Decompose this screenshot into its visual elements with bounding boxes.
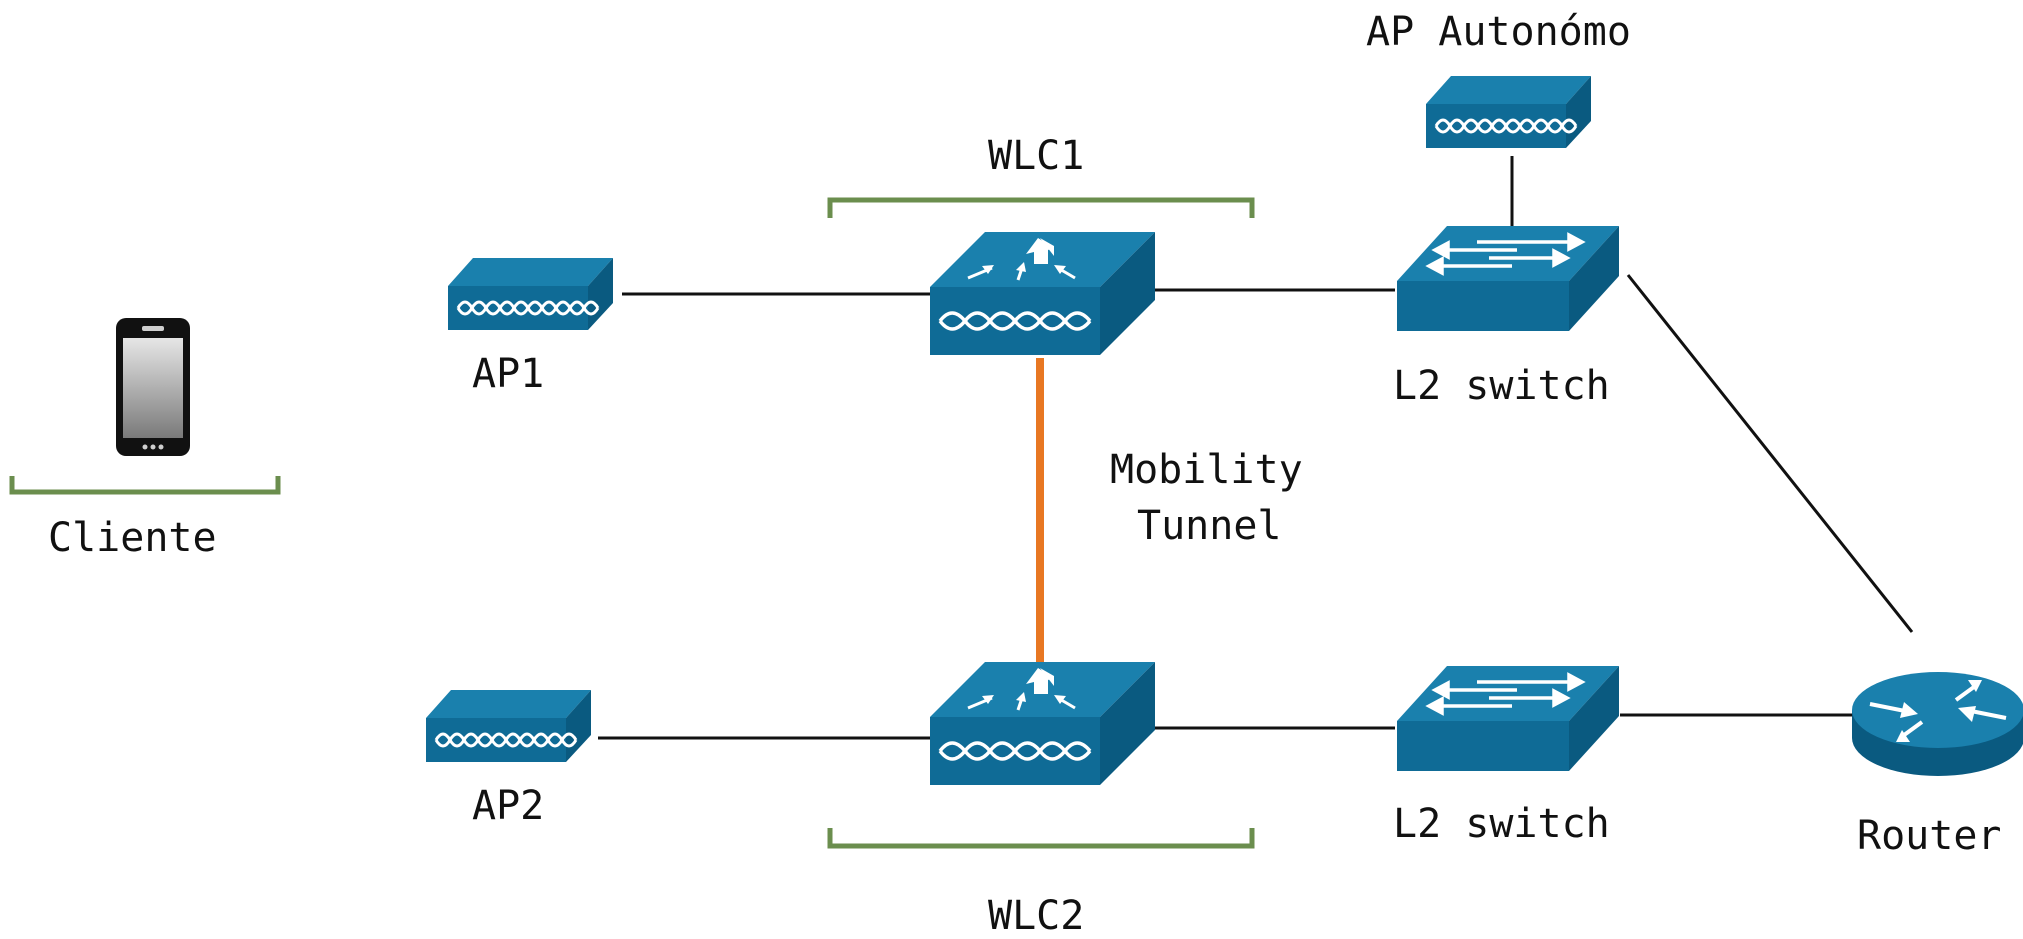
router-icon bbox=[1852, 672, 2023, 776]
l2-switch-icon-top bbox=[1395, 224, 1621, 333]
router-label: Router bbox=[1857, 813, 2002, 859]
access-point-icon-ap2 bbox=[424, 688, 593, 764]
mobility-tunnel-label-line2: Tunnel bbox=[1137, 503, 1282, 549]
wlc1-label: WLC1 bbox=[988, 133, 1085, 179]
l2-switch-top-label: L2 switch bbox=[1393, 363, 1610, 409]
link-switch-top-router bbox=[1626, 274, 1914, 633]
mobility-tunnel-label-line1: Mobility bbox=[1110, 447, 1303, 493]
l2-switch-icon-bottom bbox=[1395, 664, 1621, 773]
wlc1-bracket bbox=[827, 197, 1255, 218]
wireless-lan-controller-icon-wlc2 bbox=[928, 660, 1157, 787]
cliente-bracket bbox=[9, 476, 281, 495]
ap2-label: AP2 bbox=[472, 783, 545, 829]
ap-autonomo-label: AP Autonómo bbox=[1366, 9, 1631, 55]
access-point-icon-ap-autonomo bbox=[1424, 74, 1593, 150]
wlc2-label: WLC2 bbox=[988, 893, 1085, 939]
access-point-icon-ap1 bbox=[446, 256, 615, 332]
l2-switch-bottom-label: L2 switch bbox=[1393, 801, 1610, 847]
ap1-label: AP1 bbox=[472, 351, 545, 397]
cliente-label: Cliente bbox=[48, 515, 217, 561]
smartphone-icon bbox=[116, 318, 190, 456]
wlc2-bracket bbox=[827, 828, 1255, 849]
wireless-lan-controller-icon-wlc1 bbox=[928, 230, 1157, 357]
